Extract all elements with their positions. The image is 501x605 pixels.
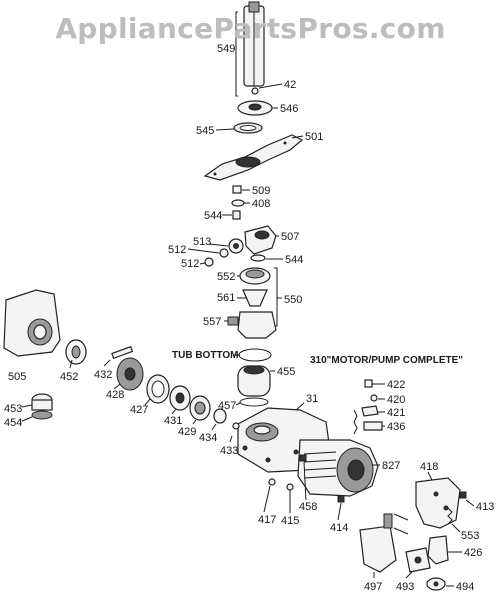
part-512-gear-a [219,248,229,258]
part-497-mount [359,513,409,573]
label-417: 417 [258,514,276,526]
label-421: 421 [387,407,405,419]
tub-bottom-ring [238,348,272,362]
part-512-gear-b [204,257,214,267]
label-431: 431 [164,415,182,427]
label-429: 429 [178,426,196,438]
label-413: 413 [476,501,494,513]
label-553: 553 [461,530,479,542]
label-545: 545 [196,125,214,137]
part-432-screw [111,345,134,360]
part-426-bracket [427,535,449,565]
label-tub-bottom: TUB BOTTOM [172,350,238,361]
label-827: 827 [382,460,400,472]
label-415: 415 [281,515,299,527]
label-557: 557 [203,316,221,328]
part-453-cap [31,393,53,411]
label-426: 426 [464,547,482,559]
label-493: 493 [396,581,414,593]
part-motor [297,439,379,497]
part-545-ring [233,122,263,134]
label-544-b: 544 [285,254,303,266]
label-509: 509 [252,185,270,197]
label-507: 507 [281,231,299,243]
label-549: 549 [217,43,235,55]
label-544-a: 544 [204,210,222,222]
part-561-cone [242,289,268,307]
part-414-bolt [337,495,345,503]
label-408: 408 [252,198,270,210]
label-418: 418 [420,461,438,473]
label-501: 501 [305,131,323,143]
part-422-screw [364,379,373,388]
part-428-impeller [116,357,144,391]
label-512-b: 512 [181,258,199,270]
label-494: 494 [456,581,474,593]
label-422: 422 [387,379,405,391]
part-544-nut [232,210,241,220]
label-513: 513 [193,236,211,248]
part-507-hub [244,225,277,255]
label-42: 42 [284,79,296,91]
part-458-bolt [299,454,307,462]
part-433-washer [232,422,240,430]
part-549-tube [243,1,265,87]
part-501-spray-arm [203,134,304,181]
part-509-screw [232,185,242,194]
part-436-spring [353,409,383,435]
part-505-inlet-box [3,289,61,357]
label-546: 546 [280,103,298,115]
label-512-a: 512 [168,244,186,256]
label-432: 432 [94,369,112,381]
part-420-washer [370,394,378,402]
part-455-pump-body [237,365,271,397]
label-433: 433 [220,445,238,457]
part-434-nut [213,408,227,424]
label-552: 552 [217,271,235,283]
label-458: 458 [299,501,317,513]
part-557-housing [227,311,277,339]
label-452: 452 [60,371,78,383]
part-429-impeller [189,395,211,421]
label-457: 457 [218,400,236,412]
label-453: 453 [4,403,22,415]
watermark: AppliancePartsPros.com [55,12,446,45]
label-434: 434 [199,432,217,444]
part-552-bearing [239,267,271,285]
part-546-nut [237,100,273,116]
label-436: 436 [387,421,405,433]
label-561: 561 [217,292,235,304]
part-415-washer [286,483,294,491]
part-417-screw [268,478,276,486]
part-408-washer [231,199,245,207]
part-452-hose-clamp [65,339,87,365]
label-414: 414 [330,522,348,534]
part-513-gear [228,238,244,254]
part-427-seal [146,374,170,404]
part-553-spring [447,507,453,525]
part-bracket-418 [415,477,461,529]
part-42-clip [251,87,259,95]
label-motor-pump-complete: 310"MOTOR/PUMP COMPLETE" [310,355,463,366]
label-550: 550 [284,294,302,306]
part-431-ring [169,385,191,411]
part-413-screw [459,491,467,499]
label-420: 420 [387,394,405,406]
label-428: 428 [106,389,124,401]
part-457-oring [239,397,269,407]
label-454: 454 [4,417,22,429]
label-497: 497 [364,581,382,593]
part-493-grommet [405,547,431,573]
label-31: 31 [306,393,318,405]
part-494-pad [426,577,446,591]
part-421-clip [361,405,379,417]
label-427: 427 [130,404,148,416]
part-544-spacer [250,254,266,262]
label-455: 455 [277,366,295,378]
part-454-clip [31,410,53,420]
label-505: 505 [8,371,26,383]
